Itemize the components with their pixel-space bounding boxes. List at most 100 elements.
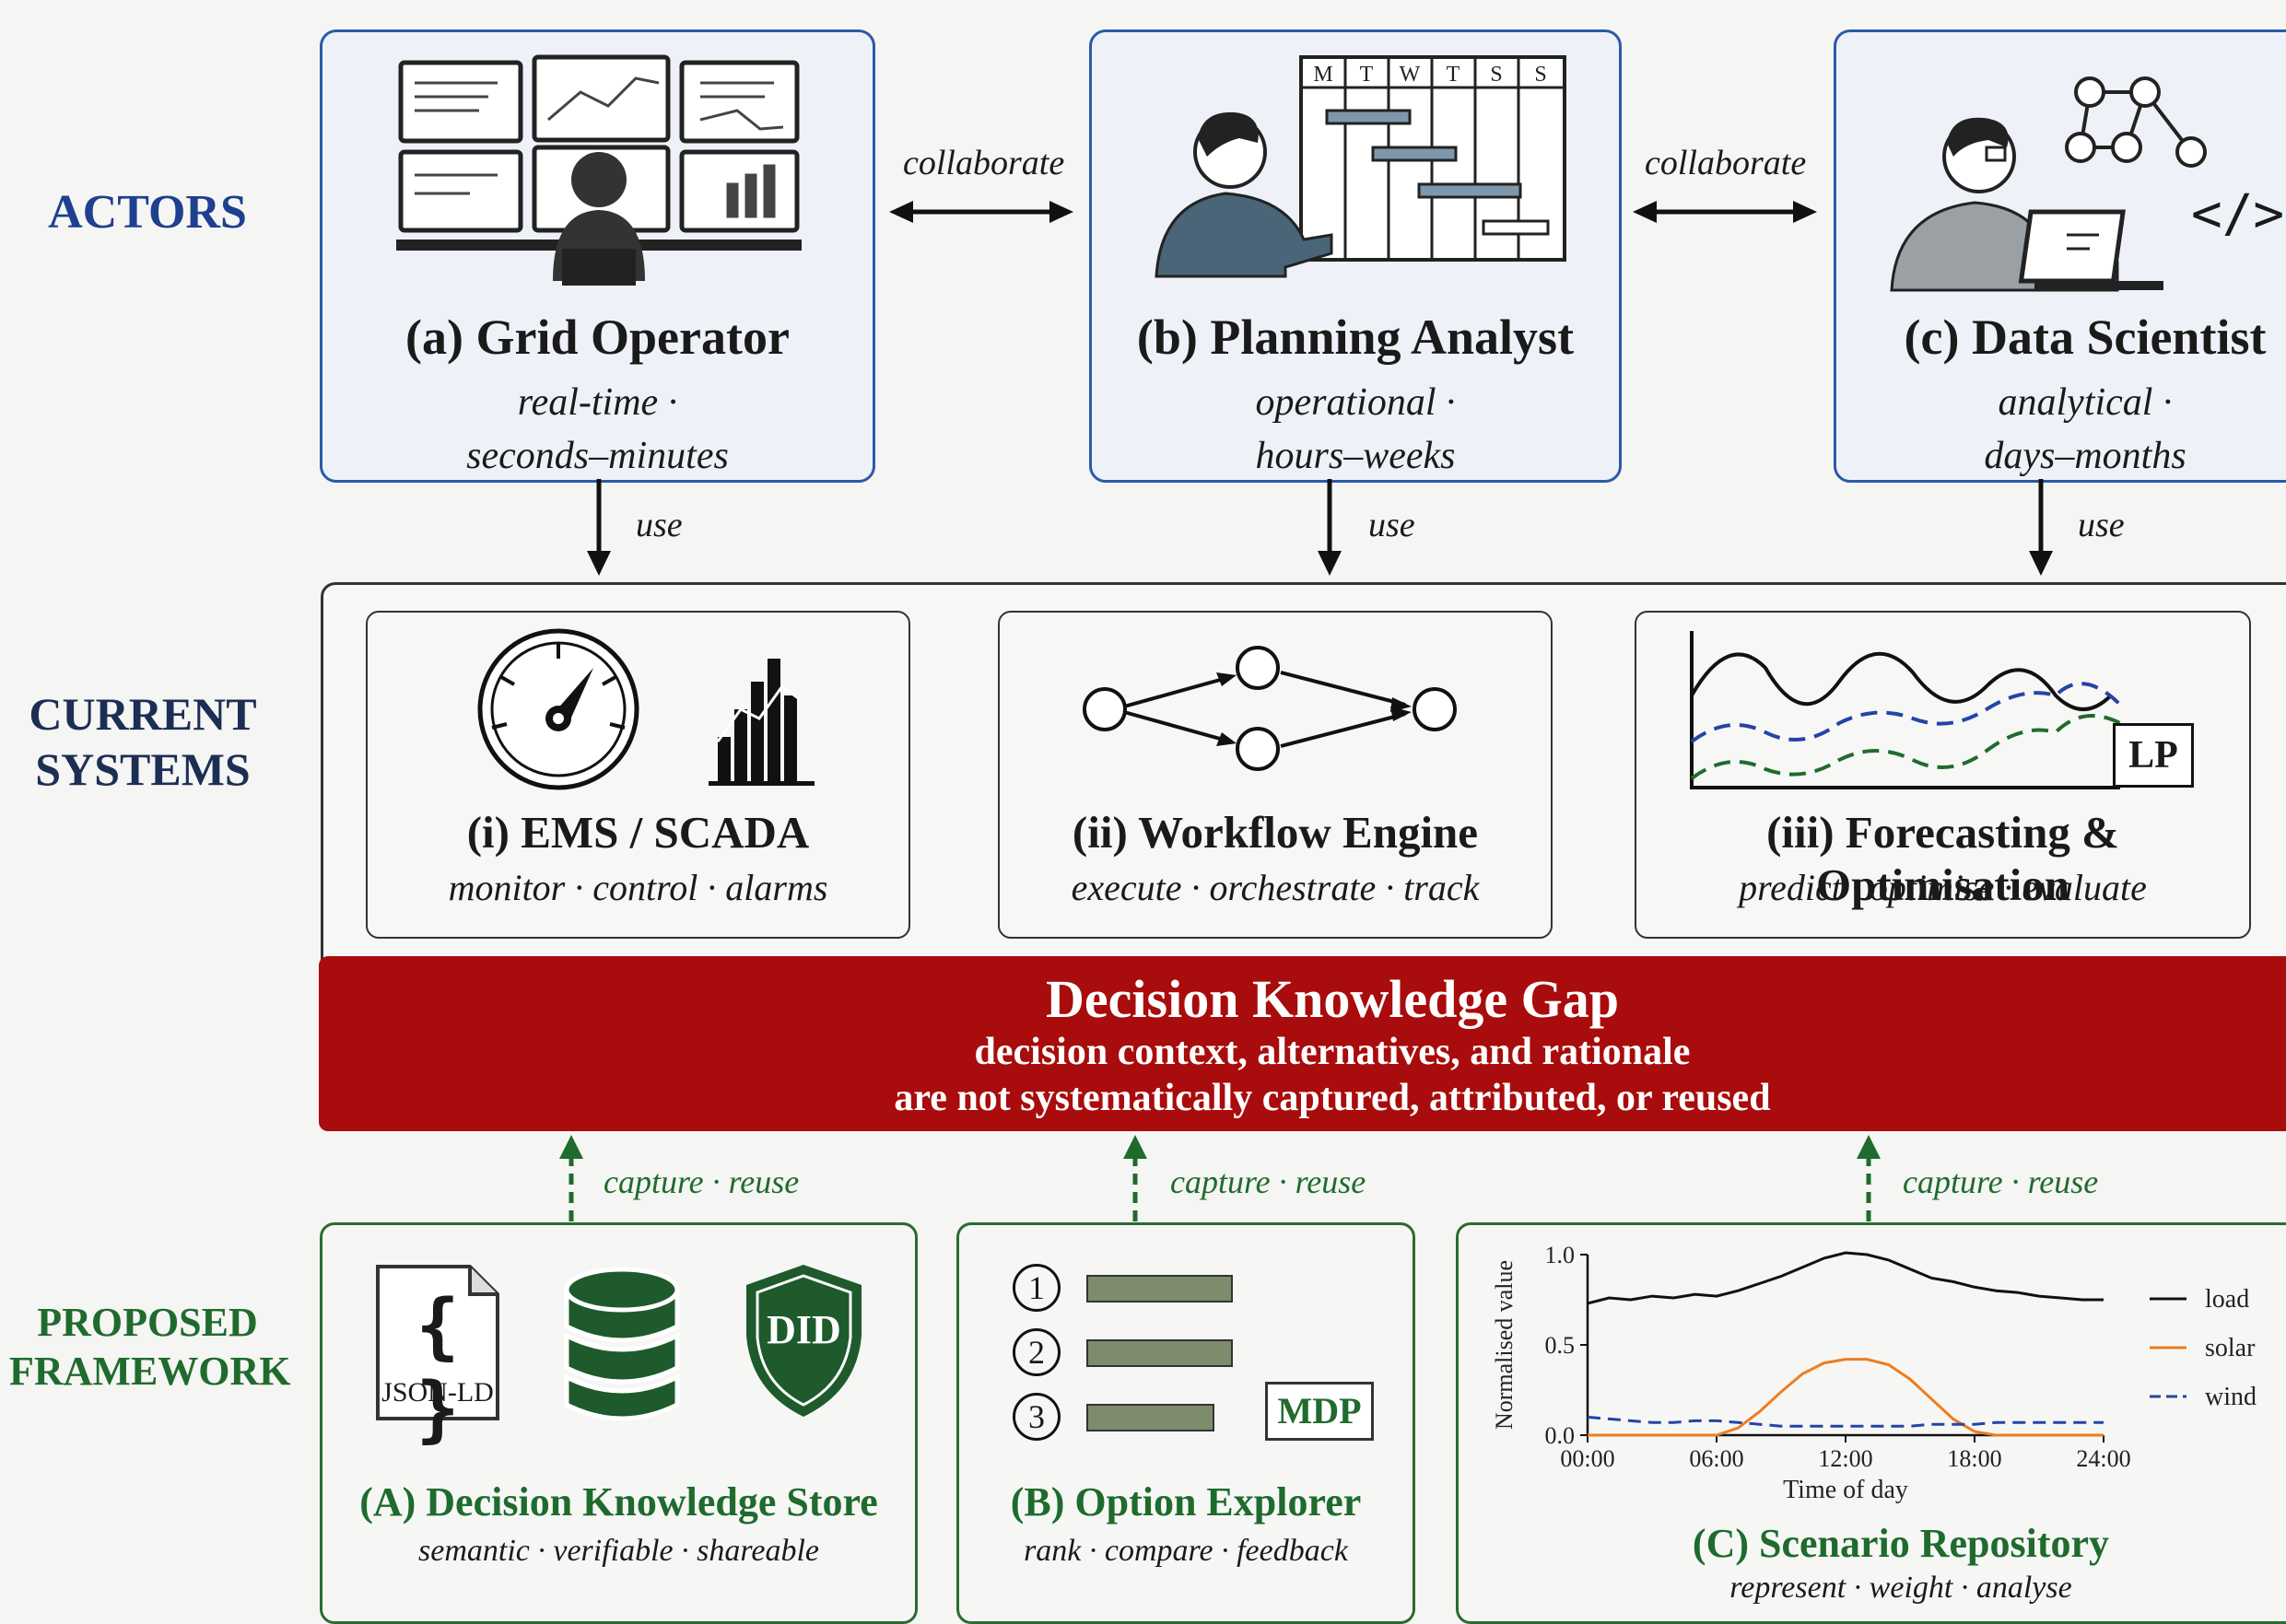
proposed-subtitle: semantic · verifiable · shareable — [418, 1534, 819, 1568]
json-ld-document-icon — [376, 1265, 499, 1420]
json-braces-glyph: { } — [416, 1285, 460, 1451]
gap-title: Decision Knowledge Gap — [1046, 969, 1619, 1029]
x-tick-label: 12:00 — [1818, 1445, 1872, 1472]
did-shield-icon — [746, 1265, 862, 1417]
proposed-subtitle: represent · weight · analyse — [1729, 1571, 2072, 1605]
capture-label-b: capture · reuse — [1170, 1163, 1366, 1200]
option-bar — [1086, 1339, 1233, 1367]
row-label-line: CURRENT — [29, 688, 257, 740]
proposed-card-decision-knowledge-store: { } JSON-LD DID (A) Decision Knowledge S… — [320, 1222, 918, 1624]
row-label-line: PROPOSED — [37, 1300, 258, 1345]
calendar-day-label: W — [1400, 63, 1421, 87]
actor-subtitle-1: analytical · — [1998, 381, 2173, 424]
actor-card-grid-operator: (a) Grid Operator real-time · seconds–mi… — [320, 29, 875, 483]
option-bar — [1086, 1404, 1214, 1431]
json-ld-label: JSON-LD — [381, 1377, 494, 1408]
actor-title: (a) Grid Operator — [405, 310, 790, 365]
did-label: DID — [767, 1307, 841, 1352]
gauge-icon — [477, 628, 639, 790]
proposed-card-option-explorer: 1 2 3 MDP (B) Option Explorer rank · com… — [956, 1222, 1415, 1624]
proposed-title: (A) Decision Knowledge Store — [359, 1479, 878, 1525]
use-arrow-c — [2029, 479, 2053, 576]
use-arrow-b — [1318, 479, 1342, 576]
collaborate-label-ab: collaborate — [903, 144, 1065, 182]
x-tick-label: 06:00 — [1689, 1445, 1743, 1472]
y-tick-label: 0.0 — [1545, 1422, 1576, 1449]
collaborate-label-bc: collaborate — [1645, 144, 1807, 182]
collaborate-arrow-ab — [889, 201, 1073, 223]
decision-knowledge-gap-banner: Decision Knowledge Gap decision context,… — [319, 956, 2286, 1131]
analyst-person-icon — [1155, 111, 1333, 278]
calendar-day-label: M — [1313, 63, 1332, 87]
row-label-proposed-framework: PROPOSED FRAMEWORK — [9, 1299, 291, 1396]
actor-title: (b) Planning Analyst — [1136, 310, 1575, 365]
actor-card-data-scientist: </> (c) Data Scientist analytical · days… — [1834, 29, 2286, 483]
actor-card-planning-analyst: M T W T S S (b) Planning Analyst operati… — [1089, 29, 1622, 483]
series-line-load — [1587, 1251, 2104, 1305]
collaborate-arrow-bc — [1633, 201, 1817, 223]
row-label-current-systems: CURRENT SYSTEMS — [18, 686, 267, 797]
lp-badge: LP — [2113, 723, 2194, 788]
x-axis-label: Time of day — [1783, 1476, 1908, 1504]
capture-arrow-a — [559, 1135, 583, 1222]
system-card-forecasting-optimisation: LP (iii) Forecasting & Optimisation pred… — [1635, 611, 2251, 939]
x-tick-label: 00:00 — [1560, 1445, 1614, 1472]
proposed-subtitle: rank · compare · feedback — [1024, 1534, 1348, 1568]
row-label-line: SYSTEMS — [35, 743, 251, 795]
use-arrow-a — [587, 479, 611, 576]
system-title: (iii) Forecasting & Optimisation — [1766, 807, 2119, 910]
capture-label-c: capture · reuse — [1903, 1163, 2099, 1200]
x-tick-label: 18:00 — [1947, 1445, 2001, 1472]
data-scientist-icon — [1890, 76, 2207, 292]
option-number: 1 — [1013, 1264, 1061, 1312]
system-card-workflow-engine: (ii) Workflow Engine execute · orchestra… — [998, 611, 1553, 939]
gap-line-2: are not systematically captured, attribu… — [894, 1077, 1771, 1120]
x-tick-label: 24:00 — [2076, 1445, 2130, 1472]
system-title: (ii) Workflow Engine — [1072, 807, 1479, 858]
actor-subtitle-2: days–months — [1984, 435, 2186, 477]
calendar-day-label: S — [1534, 63, 1546, 87]
calendar-day-label: T — [1360, 63, 1374, 87]
code-icon: </> — [2191, 184, 2285, 244]
capture-arrow-b — [1123, 1135, 1147, 1222]
database-icon — [564, 1267, 680, 1421]
option-bar — [1086, 1275, 1233, 1303]
actor-subtitle-2: hours–weeks — [1255, 435, 1456, 477]
system-subtitle: predict · optimise · evaluate — [1739, 867, 2147, 908]
system-card-ems-scada: (i) EMS / SCADA monitor · control · alar… — [366, 611, 910, 939]
legend-label-wind: wind — [2205, 1383, 2257, 1411]
option-number: 3 — [1013, 1393, 1061, 1441]
y-axis-label: Normalised value — [1491, 1260, 1518, 1430]
row-label-line: FRAMEWORK — [9, 1348, 291, 1394]
system-title: (i) EMS / SCADA — [466, 807, 810, 858]
forecast-lines-icon — [1690, 631, 2122, 789]
row-label-actors: ACTORS — [48, 186, 247, 239]
capture-arrow-c — [1857, 1135, 1881, 1222]
y-tick-label: 1.0 — [1545, 1242, 1576, 1268]
proposed-title: (C) Scenario Repository — [1692, 1521, 2110, 1566]
actor-title: (c) Data Scientist — [1904, 310, 2267, 365]
use-label-a: use — [636, 506, 683, 544]
monitor-wall-icon — [396, 54, 802, 286]
actor-subtitle-1: real-time · — [517, 381, 678, 424]
workflow-graph-icon — [1083, 646, 1457, 771]
use-label-c: use — [2078, 506, 2125, 544]
bar-chart-icon — [709, 659, 815, 786]
system-subtitle: execute · orchestrate · track — [1071, 867, 1480, 908]
series-line-solar — [1588, 1358, 2104, 1437]
actor-subtitle-2: seconds–minutes — [466, 435, 729, 477]
proposed-title: (B) Option Explorer — [1010, 1479, 1362, 1525]
gantt-calendar-icon: M T W T S S — [1299, 55, 1566, 262]
calendar-day-label: T — [1447, 63, 1460, 87]
series-line-wind — [1587, 1415, 2104, 1428]
capture-label-a: capture · reuse — [604, 1163, 800, 1200]
legend-label-solar: solar — [2205, 1334, 2256, 1362]
system-subtitle: monitor · control · alarms — [448, 867, 828, 908]
option-number: 2 — [1013, 1328, 1061, 1376]
actor-subtitle-1: operational · — [1255, 381, 1456, 424]
legend-label-load: load — [2205, 1285, 2249, 1314]
use-label-b: use — [1368, 506, 1415, 544]
calendar-day-label: S — [1490, 63, 1502, 87]
